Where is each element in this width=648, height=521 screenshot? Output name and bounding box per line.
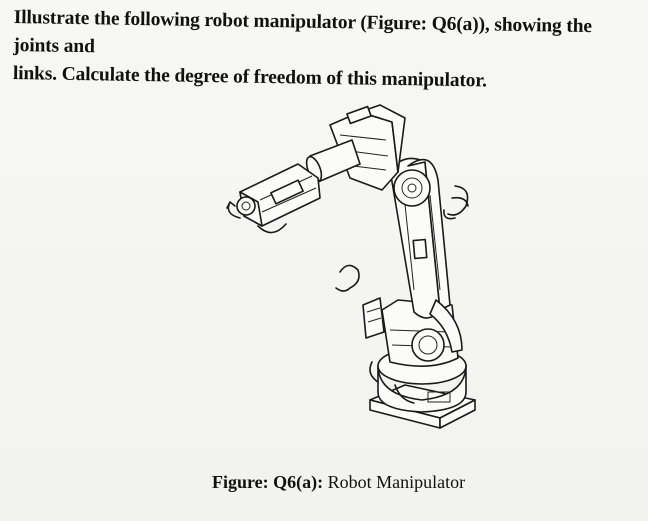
robot-upper-arm	[329, 104, 406, 191]
caption-text: Robot Manipulator	[323, 472, 466, 492]
robot-wrist	[236, 163, 321, 234]
question-line-2: links. Calculate the degree of freedom o…	[12, 62, 487, 92]
caption-label: Figure: Q6(a):	[212, 472, 324, 492]
figure-caption: Figure: Q6(a): Robot Manipulator	[212, 470, 512, 494]
joint-rotation-arrows	[226, 185, 469, 383]
question-line-1: Illustrate the following robot manipulat…	[13, 6, 593, 58]
robot-manipulator-drawing	[226, 104, 476, 429]
robot-lower-arm	[389, 157, 469, 353]
question-text: Illustrate the following robot manipulat…	[13, 4, 638, 98]
robot-manipulator-figure	[200, 100, 500, 440]
